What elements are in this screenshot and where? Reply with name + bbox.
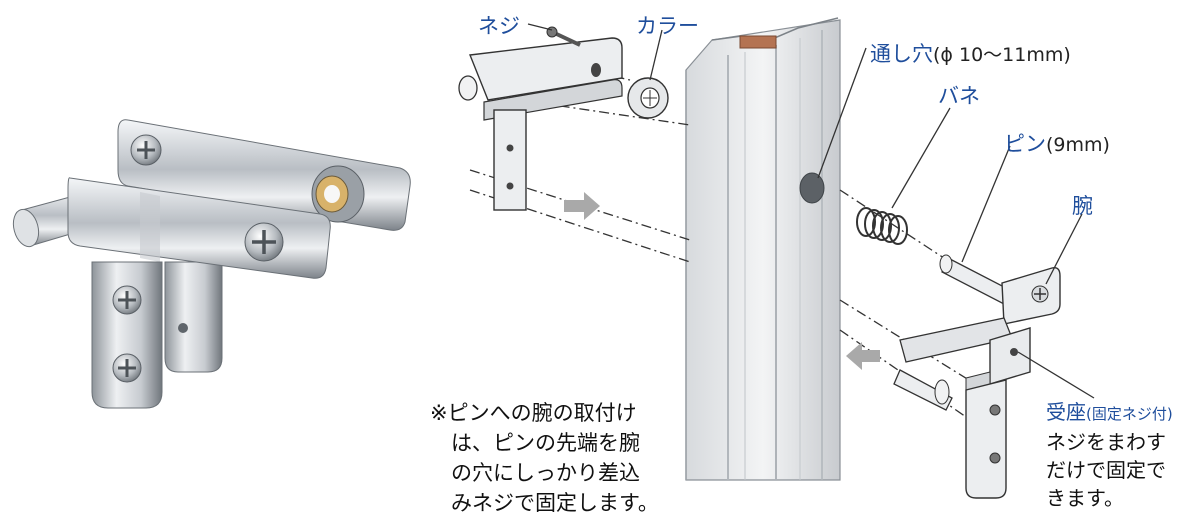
through-hole-label-group: 通し穴(ϕ 10〜11mm) <box>870 38 1071 68</box>
pin-label-group: ピン(9mm) <box>1004 128 1110 158</box>
receiver-line: だけで固定で <box>1046 458 1166 482</box>
screw-label: ネジ <box>478 14 520 38</box>
product-photo <box>12 119 411 409</box>
through-hole-label: 通し穴 <box>870 42 933 66</box>
arm-label: 腕 <box>1072 194 1093 218</box>
receiver-title: 受座 <box>1046 400 1086 424</box>
mounting-note: ※ピンへの腕の取付け は、ピンの先端を腕 の穴にしっかり差込 みネジで固定します… <box>430 398 659 518</box>
note-line: みネジで固定します。 <box>430 491 659 515</box>
arrow-right-icon <box>564 192 600 220</box>
collar-part <box>627 77 669 119</box>
leader-lines <box>527 23 1095 399</box>
receiver-title-spec: (固定ネジ付) <box>1086 405 1173 423</box>
receiver-line: ネジをまわす <box>1046 430 1166 454</box>
left-bracket <box>458 26 623 211</box>
pin-label: ピン <box>1004 132 1046 156</box>
note-line: の穴にしっかり差込 <box>430 461 640 485</box>
spring-label: バネ <box>938 84 980 108</box>
door-frame-post <box>685 17 841 481</box>
spring-part <box>856 207 908 245</box>
pin-spec: (9mm) <box>1046 134 1110 156</box>
through-hole-spec: (ϕ 10〜11mm) <box>933 44 1071 66</box>
note-line: ※ピンへの腕の取付け <box>430 401 637 425</box>
receiver-title-line: 受座(固定ネジ付) <box>1046 398 1173 428</box>
arrow-left-icon <box>846 342 880 370</box>
note-line: は、ピンの先端を腕 <box>430 431 640 455</box>
pin-and-arm <box>893 254 1061 411</box>
receiver-description: 受座(固定ネジ付) ネジをまわす だけで固定で きます。 <box>1046 398 1173 512</box>
collar-label: カラー <box>636 14 699 38</box>
receiver-line: きます。 <box>1046 486 1124 510</box>
receiver-bracket <box>965 327 1031 499</box>
